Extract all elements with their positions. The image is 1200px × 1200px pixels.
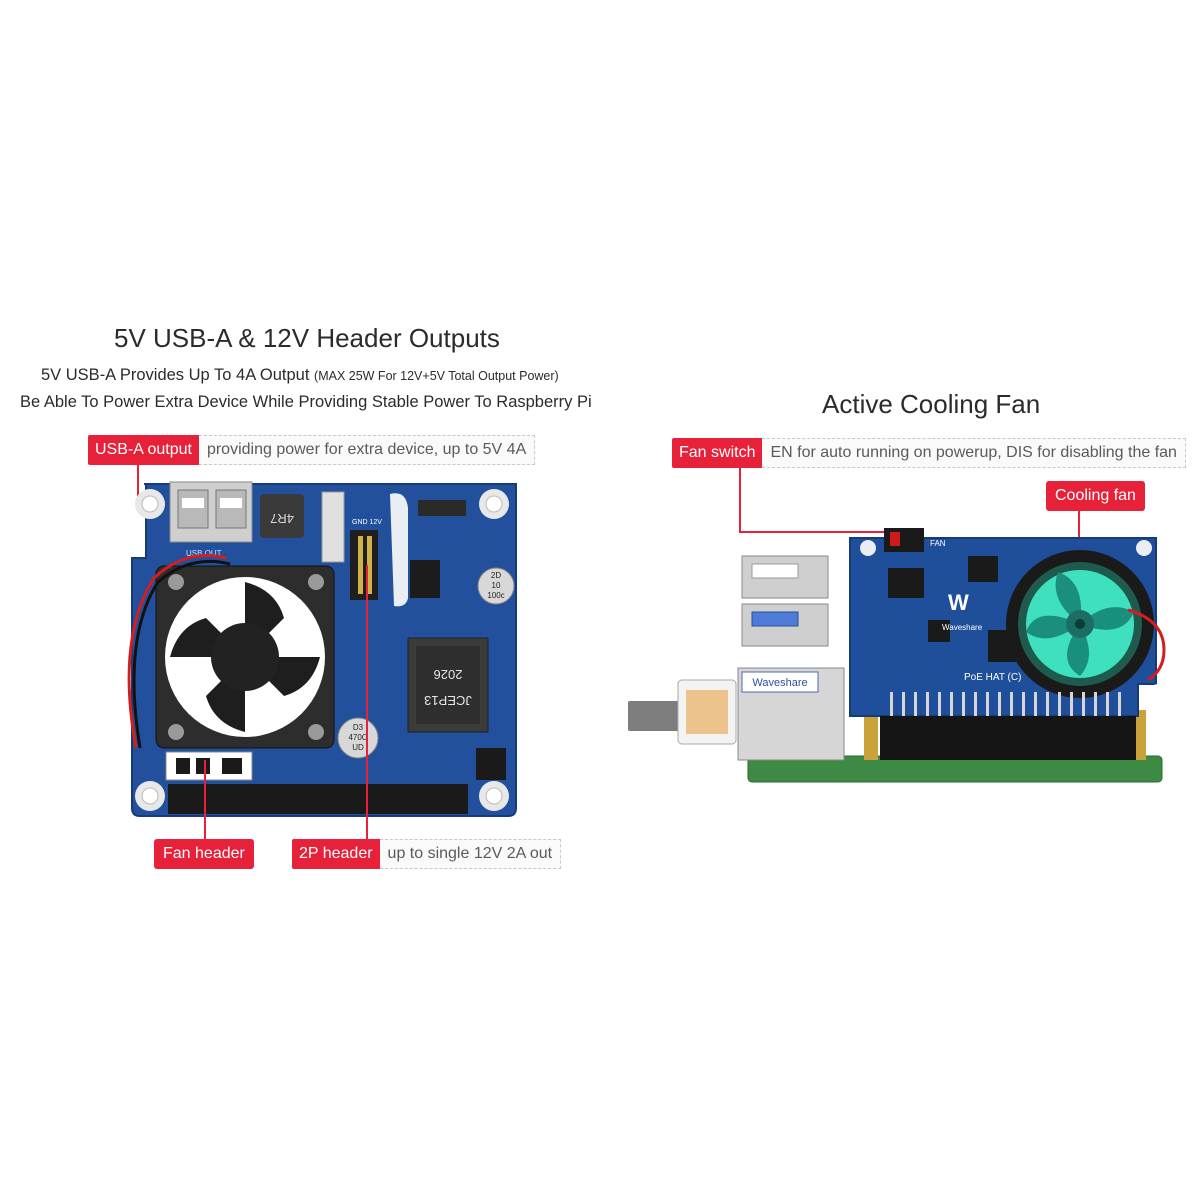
standoff-left — [864, 710, 878, 760]
poe-hat-board-top-view: USB OUT 4R7 GND 12V 2D 10 100c 2026 JCEP… — [127, 481, 517, 817]
usb-leader-line — [137, 465, 139, 507]
cooling-fan-glow — [1006, 550, 1154, 698]
fan-switch-desc: EN for auto running on powerup, DIS for … — [762, 438, 1186, 468]
fan-switch-leader-v — [739, 468, 741, 532]
left-line1-note: (MAX 25W For 12V+5V Total Output Power) — [314, 369, 559, 383]
fan-switch-tag: Fan switch — [672, 438, 763, 468]
gpio-header-stack — [880, 692, 1136, 760]
svg-text:Waveshare: Waveshare — [942, 623, 983, 632]
svg-text:USB OUT: USB OUT — [186, 549, 222, 558]
smd-array — [321, 491, 345, 563]
svg-text:2026: 2026 — [434, 667, 463, 682]
svg-text:2D: 2D — [491, 571, 501, 580]
two-pin-header-desc: up to single 12V 2A out — [379, 839, 562, 869]
svg-text:D3: D3 — [353, 723, 364, 732]
left-line1-main: 5V USB-A Provides Up To 4A Output — [41, 366, 310, 384]
brand-logo-mark: W — [948, 590, 969, 615]
fan-switch-leader-h — [739, 531, 885, 533]
gpio-header — [168, 748, 506, 814]
two-pin-header-leader — [366, 565, 368, 840]
usb-output-callout: USB-A output providing power for extra d… — [88, 435, 536, 465]
svg-text:FAN: FAN — [930, 539, 946, 548]
svg-text:100c: 100c — [487, 591, 504, 600]
svg-text:Waveshare: Waveshare — [752, 677, 807, 689]
left-subtitle-line2: Be Able To Power Extra Device While Prov… — [20, 393, 592, 411]
ic-mid — [410, 560, 440, 598]
svg-text:4R7: 4R7 — [270, 511, 294, 526]
inductor-small — [260, 494, 304, 538]
svg-text:10: 10 — [492, 581, 501, 590]
svg-text:PoE HAT (C): PoE HAT (C) — [964, 672, 1021, 683]
fan-header-leader — [204, 760, 206, 840]
fan-switch-callout: Fan switch EN for auto running on poweru… — [672, 438, 1186, 468]
board-slot — [390, 493, 408, 607]
cooling-fan-top — [155, 565, 335, 749]
electrolytic-cap-bottom: D3 470C UD — [337, 717, 379, 759]
fan-header-connector — [165, 751, 253, 781]
two-pin-header-callout: 2P header up to single 12V 2A out — [292, 839, 562, 869]
rj45-port: Waveshare — [737, 667, 845, 761]
left-subtitle-line1: 5V USB-A Provides Up To 4A Output (MAX 2… — [41, 366, 559, 385]
two-pin-header-tag: 2P header — [292, 839, 380, 869]
svg-text:GND 12V: GND 12V — [352, 519, 382, 526]
ethernet-plug — [677, 679, 737, 745]
fan-header-tag: Fan header — [154, 839, 254, 869]
transformer: 2026 JCEP13 — [407, 637, 489, 733]
electrolytic-cap-right: 2D 10 100c — [477, 567, 515, 605]
right-title: Active Cooling Fan — [822, 389, 1041, 419]
cooling-fan-tag: Cooling fan — [1046, 481, 1145, 511]
usb-output-tag: USB-A output — [88, 435, 199, 465]
usb-output-desc: providing power for extra device, up to … — [198, 435, 536, 465]
left-title: 5V USB-A & 12V Header Outputs — [114, 323, 500, 353]
fan-switch-jumper — [884, 528, 924, 552]
usb-a-connector — [169, 481, 253, 543]
mounting-holes — [135, 489, 509, 811]
fan-wire-black — [132, 559, 231, 749]
ic-top-right — [418, 500, 466, 516]
two-pin-header — [350, 530, 378, 600]
fan-wire-red — [127, 554, 227, 749]
svg-text:UD: UD — [352, 743, 364, 752]
svg-text:470C: 470C — [348, 733, 367, 742]
svg-text:JCEP13: JCEP13 — [424, 693, 472, 708]
usb-ports — [741, 555, 829, 647]
poe-hat-on-raspberry-pi: Waveshare FAN W Waveshare PoE HAT (C) — [628, 528, 1166, 783]
